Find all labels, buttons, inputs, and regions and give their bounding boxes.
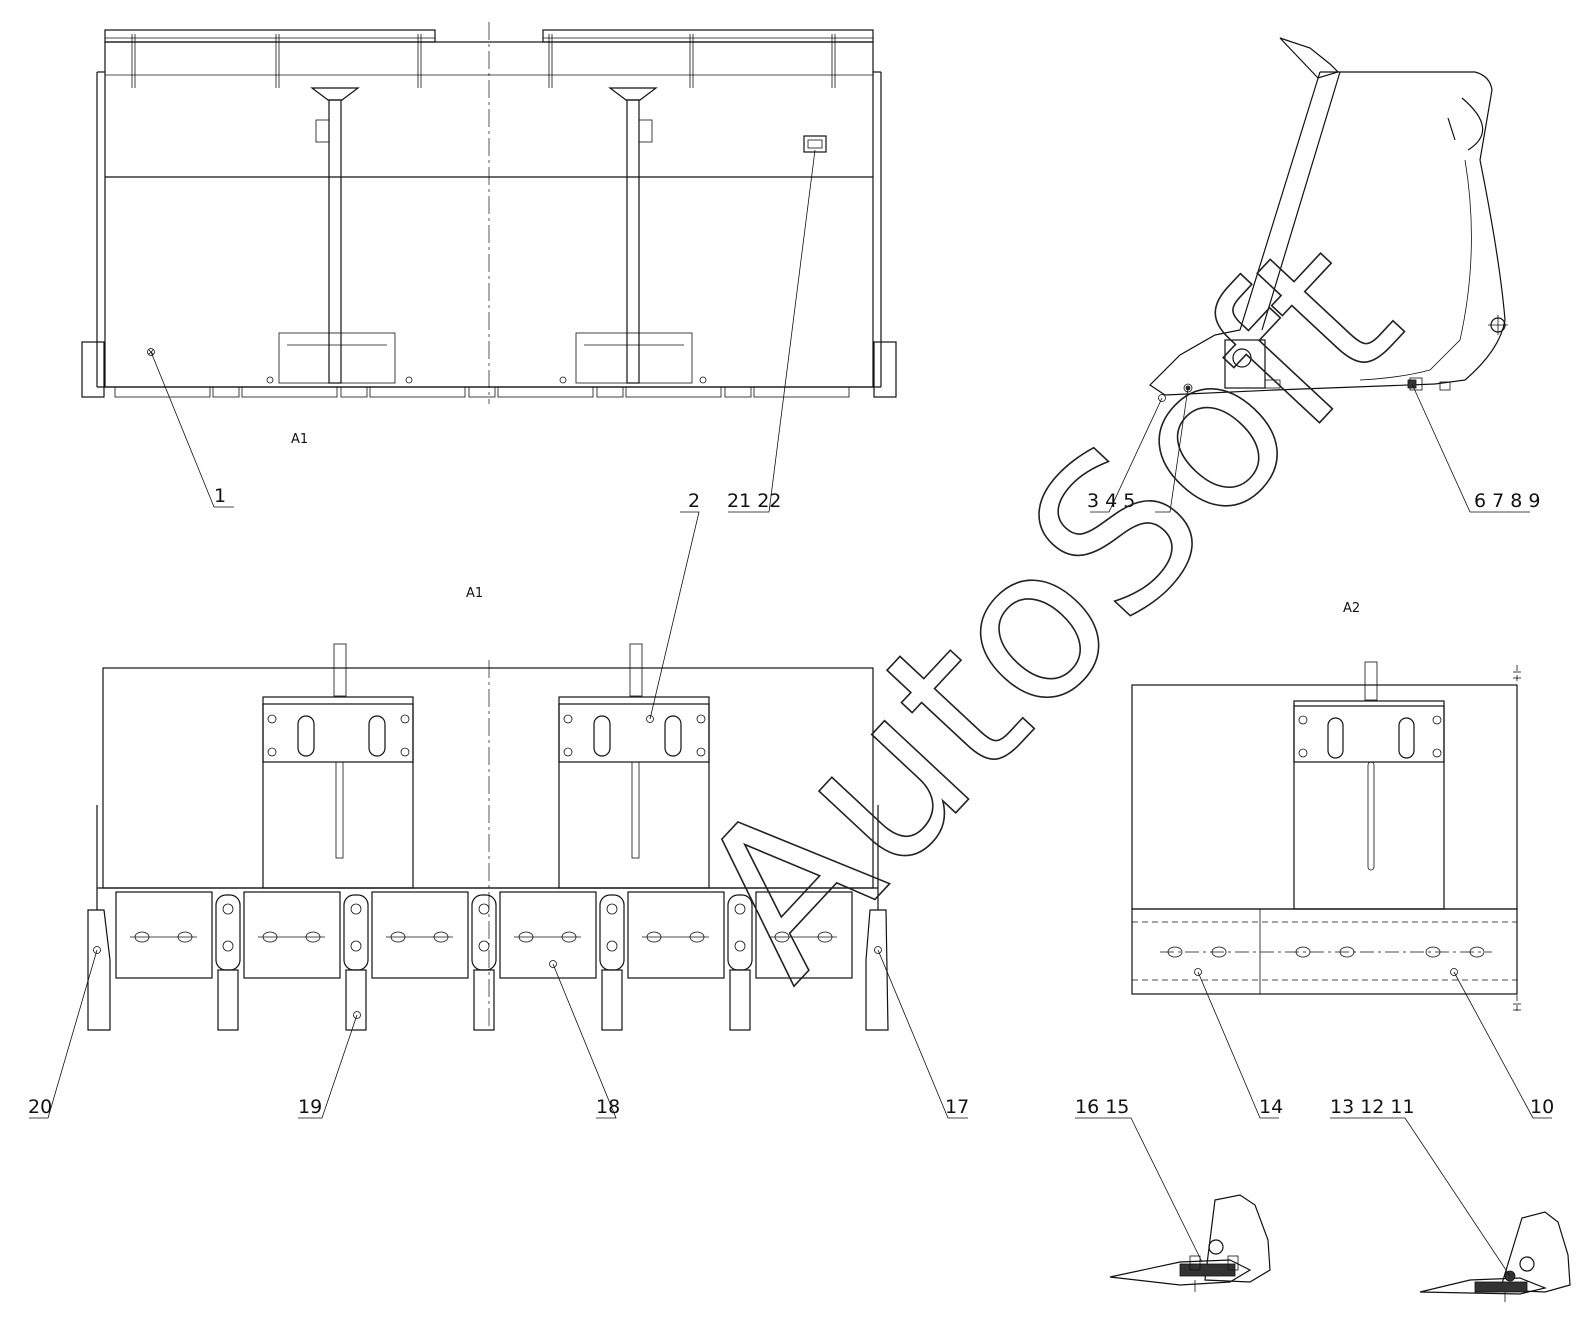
part-3-5-markers xyxy=(1158,383,1193,402)
left-stiffener xyxy=(266,87,413,384)
section-a2-view: A2 xyxy=(1131,601,1521,1015)
callout-10: 10 xyxy=(1530,1096,1554,1118)
a1-edge-plates xyxy=(115,891,853,979)
a1-teeth xyxy=(87,894,889,1031)
top-view-mark: A1 xyxy=(291,432,308,447)
callout-19: 19 xyxy=(298,1096,322,1118)
watermark: AutoSoft xyxy=(650,195,1444,1022)
tooth-detail-right xyxy=(1419,1211,1571,1302)
nameplate xyxy=(803,135,827,153)
right-stiffener xyxy=(559,87,707,384)
callout-labels: 1 2 21 22 3 4 5 6 7 8 9 20 19 18 17 16 1… xyxy=(28,485,1554,1118)
section-a2-title: A2 xyxy=(1343,601,1360,616)
front-cutting-edge xyxy=(114,386,850,398)
callout-14: 14 xyxy=(1259,1096,1283,1118)
section-a1-view: A1 xyxy=(87,586,889,1031)
bucket-front-view: A1 xyxy=(81,22,897,447)
section-a1-title: A1 xyxy=(466,586,483,601)
callout-16-15: 16 15 xyxy=(1075,1096,1129,1118)
callout-18: 18 xyxy=(596,1096,620,1118)
callout-20: 20 xyxy=(28,1096,52,1118)
callout-6-7-8-9: 6 7 8 9 xyxy=(1474,490,1540,512)
bucket-side-view xyxy=(1149,37,1508,402)
callout-13-12-11: 13 12 11 xyxy=(1330,1096,1415,1118)
callout-17: 17 xyxy=(945,1096,969,1118)
callout-2: 2 xyxy=(688,490,700,512)
callout-21-22: 21 22 xyxy=(727,490,781,512)
callout-3-4-5: 3 4 5 xyxy=(1087,490,1135,512)
tooth-detail-left xyxy=(1109,1194,1271,1292)
callout-1: 1 xyxy=(214,485,226,507)
